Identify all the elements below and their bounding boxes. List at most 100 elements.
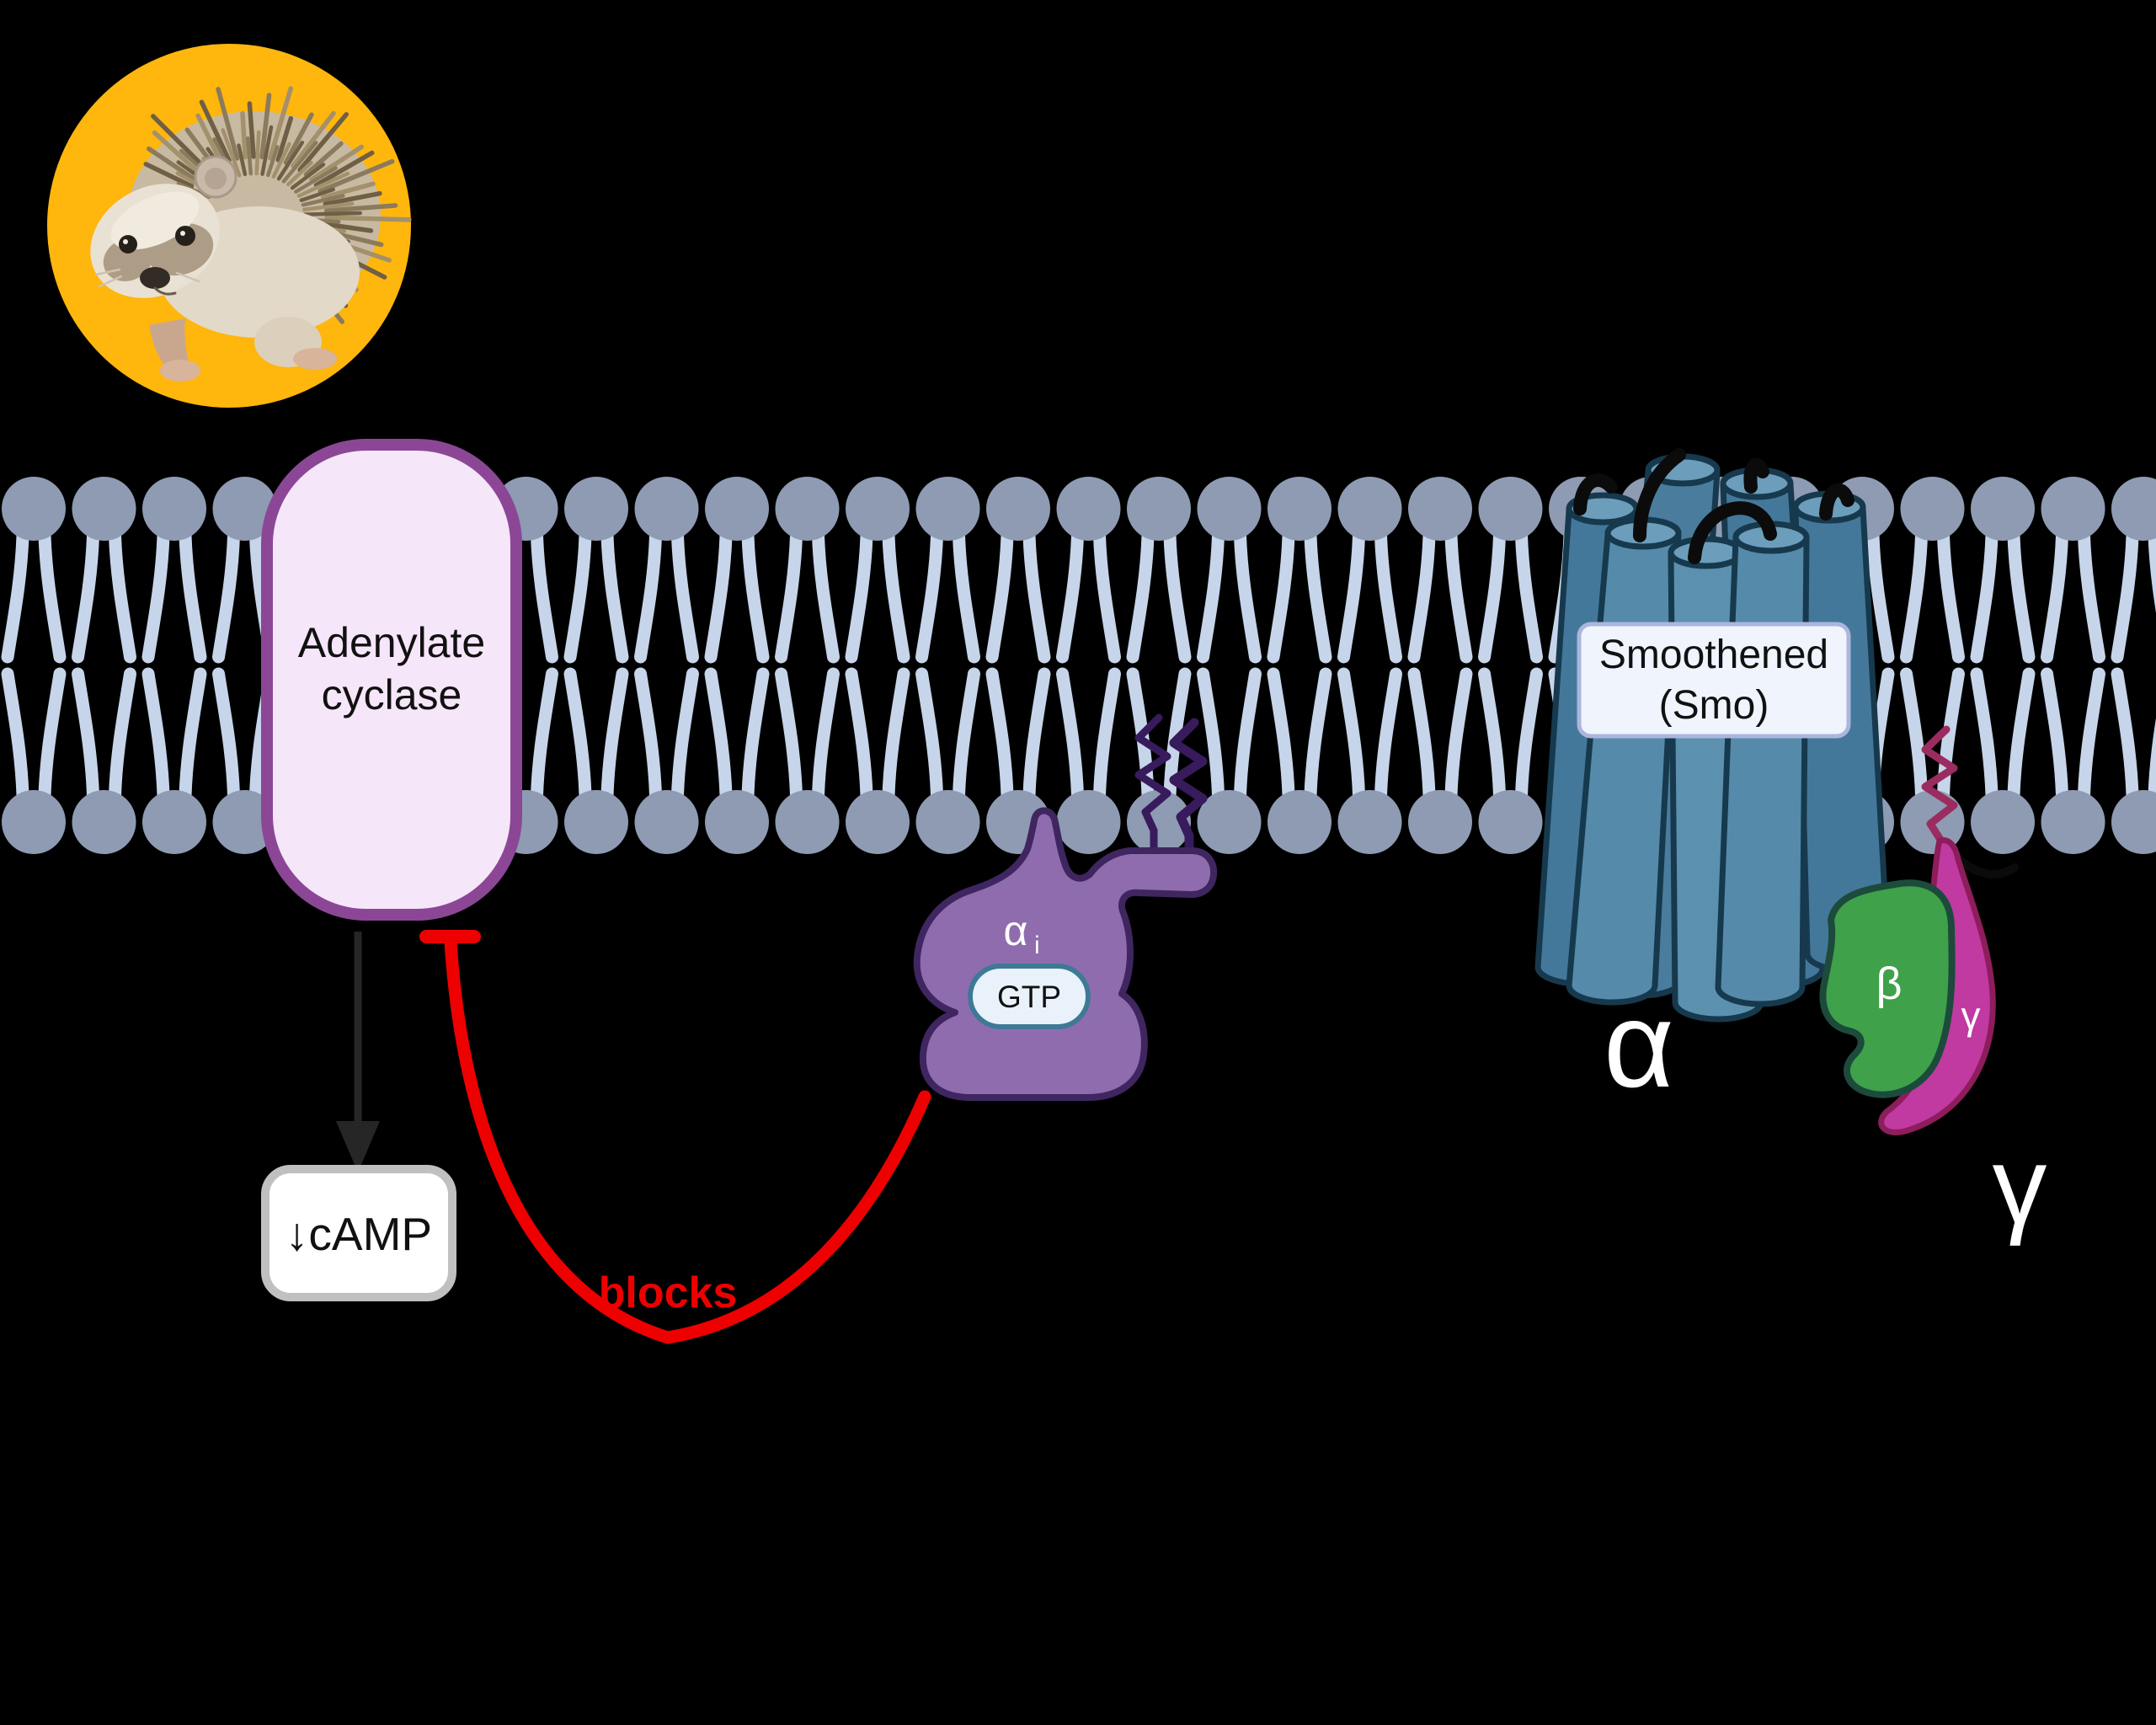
lipid [1337, 477, 1402, 854]
hedgehog-spike [324, 215, 412, 222]
hedgehog-spike [237, 143, 248, 177]
hedgehog-spike [302, 211, 362, 216]
hedgehog-spike [323, 203, 398, 213]
hedgehog-spike [199, 99, 232, 163]
hedgehog-spike [271, 142, 291, 179]
g-alpha-lipid-anchor-1 [1134, 713, 1171, 860]
hedgehog-spike [240, 111, 248, 160]
hedgehog-spike [290, 163, 326, 190]
lipid [141, 477, 207, 854]
smoothened-label-box [1577, 622, 1851, 739]
hedgehog-spike [303, 141, 344, 177]
hedgehog-spike [247, 101, 256, 159]
free-alpha-label: α [1604, 976, 1674, 1113]
inhibition-arrow: blocks [419, 930, 931, 1344]
hedgehog-left-eye-glint [123, 239, 128, 244]
gtp-pill [968, 964, 1091, 1029]
hedgehog-spike [294, 166, 338, 194]
inhibition-label: blocks [599, 1268, 738, 1317]
lipid [845, 477, 910, 854]
hedgehog-spike [268, 86, 294, 161]
hedgehog-front-paw [160, 360, 200, 382]
lipid [775, 477, 840, 854]
camp-label: ↓cAMP [286, 1208, 432, 1260]
beta-gamma-dimer: β γ [1819, 725, 2019, 1135]
hedgehog-spike [323, 222, 374, 233]
hedgehog-spike [246, 136, 253, 176]
hedgehog-spike [323, 190, 382, 206]
gtp-label: GTP [997, 980, 1061, 1014]
hedgehog-nose [140, 267, 170, 289]
lipid [915, 477, 980, 854]
hedgehog-spike [195, 113, 224, 166]
hedgehog-spike [313, 150, 375, 188]
adenylate-cyclase: Adenylate cyclase [261, 439, 522, 921]
lipid [1056, 477, 1121, 854]
hedgehog-spike [299, 187, 335, 202]
lipid [1478, 477, 1543, 854]
lipid [2111, 477, 2156, 854]
hedgehog-left-eye [119, 235, 137, 254]
hedgehog-spike [266, 145, 280, 178]
hedgehog-spike [275, 115, 294, 163]
hedgehog-spike [152, 130, 205, 178]
hedgehog-spike [302, 201, 355, 212]
lipid [1970, 477, 2036, 854]
hedgehog-spike [318, 158, 395, 194]
lipid [72, 477, 136, 854]
hedgehog-spike [281, 141, 318, 184]
smoothened-label-line2: (Smo) [1659, 683, 1769, 728]
hedgehog-spike [309, 144, 365, 182]
hedgehog-hind-paw [293, 348, 337, 370]
hedgehog-spike [143, 162, 195, 189]
hedgehog-spike [216, 87, 240, 161]
lipid [985, 477, 1051, 854]
hedgehog-spike [260, 125, 274, 176]
hedgehog-spike [147, 146, 199, 184]
hedgehog-spike [286, 160, 313, 187]
g-alpha-label-subscript: i [1034, 932, 1040, 959]
smoothened-label-line1: Smoothened [1599, 633, 1828, 677]
hedgehog-spike [296, 171, 350, 198]
camp-box: ↓cAMP [261, 1165, 456, 1301]
hedgehog-spike [221, 128, 242, 178]
hedgehog-spike [259, 93, 272, 160]
hedgehog-spike [301, 194, 345, 207]
camp-arrow-head [336, 1121, 380, 1172]
lipid [704, 477, 770, 854]
adenylate-cyclase-shape [261, 439, 522, 921]
smo-helix-7 [1715, 521, 1810, 1007]
hedgehog-spike [254, 130, 261, 176]
lipid [1407, 477, 1473, 854]
hedgehog-right-eye [175, 226, 195, 246]
lipid [2041, 477, 2105, 854]
hedgehog-front-leg [149, 318, 190, 371]
hedgehog-ear-inner [205, 168, 227, 190]
lipid [1267, 477, 1332, 854]
lipid [1, 477, 67, 854]
gamma-label: γ [1961, 994, 1981, 1038]
hedgehog-spike [291, 110, 336, 168]
hedgehog-mouth [153, 286, 177, 296]
hedgehog-spike [283, 112, 314, 165]
smoothened-receptor: Smoothened (Smo) [1534, 448, 1892, 1023]
beta-subunit-shape [1819, 879, 1956, 1098]
g-alpha-lipid-anchor-2 [1169, 718, 1208, 864]
adenylate-cyclase-label-line2: cyclase [322, 671, 462, 718]
adenylate-cyclase-label-line1: Adenylate [298, 619, 485, 666]
beta-label: β [1876, 959, 1902, 1009]
gamma-lipid-anchor [1921, 725, 1958, 846]
camp-arrow [336, 932, 380, 1172]
lipid [1197, 477, 1262, 854]
g-alpha-label: α [1004, 907, 1028, 954]
hedgehog-spike [297, 112, 350, 173]
camp-box-shape [261, 1165, 456, 1301]
hedgehog-spike [321, 181, 376, 200]
smo-loops [1573, 448, 1854, 564]
lipid [634, 477, 699, 854]
g-alpha-i-subunit: α i GTP [913, 713, 1218, 1102]
hedgehog-icon [90, 86, 412, 382]
hedgehog-spike [151, 114, 211, 174]
hedgehog-whiskers [94, 268, 200, 288]
